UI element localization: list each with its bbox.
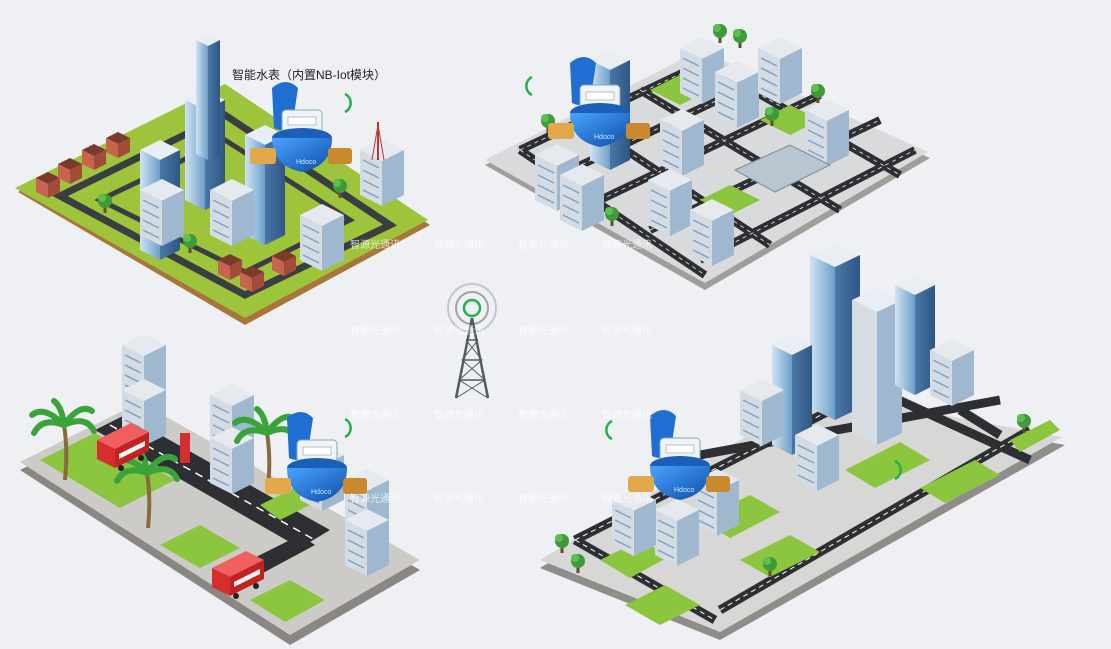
wireless-signal-icon: [525, 75, 534, 97]
city-bottom-left: [20, 333, 420, 645]
meter-label: 智能水表（内置NB-Iot模块）: [232, 68, 387, 82]
city-top-right: [485, 24, 930, 290]
watermark: 智源光通讯: [602, 240, 652, 251]
watermark: 智源光通讯: [602, 494, 652, 505]
watermark: 智源光通讯: [434, 326, 484, 337]
watermark: 智源光通讯: [518, 240, 568, 251]
watermark: 智源光通讯: [350, 240, 400, 251]
watermark: 智源光通讯: [350, 326, 400, 337]
watermark: 智源光通讯: [350, 410, 400, 421]
watermark: 智源光通讯: [602, 410, 652, 421]
watermark: 智源光通讯: [434, 240, 484, 251]
skyscraper: [196, 34, 220, 160]
watermark: 智源光通讯: [434, 494, 484, 505]
city-bottom-right: [540, 243, 1065, 640]
water-meter-icon: [264, 411, 368, 503]
city-top-left: [15, 34, 430, 325]
signal-tower-icon: [447, 283, 497, 399]
watermark: 智源光通讯: [602, 326, 652, 337]
wireless-signal-icon: [605, 419, 614, 441]
watermark: 智源光通讯: [518, 494, 568, 505]
wireless-signal-icon: [343, 92, 352, 114]
wireless-signal-icon: [343, 417, 352, 439]
watermark: 智源光通讯: [518, 410, 568, 421]
watermark: 智源光通讯: [350, 494, 400, 505]
watermark: 智源光通讯: [434, 410, 484, 421]
radio-mast: [371, 122, 385, 161]
skyscraper: [810, 243, 860, 420]
watermark: 智源光通讯: [518, 326, 568, 337]
skyscraper: [852, 288, 902, 445]
